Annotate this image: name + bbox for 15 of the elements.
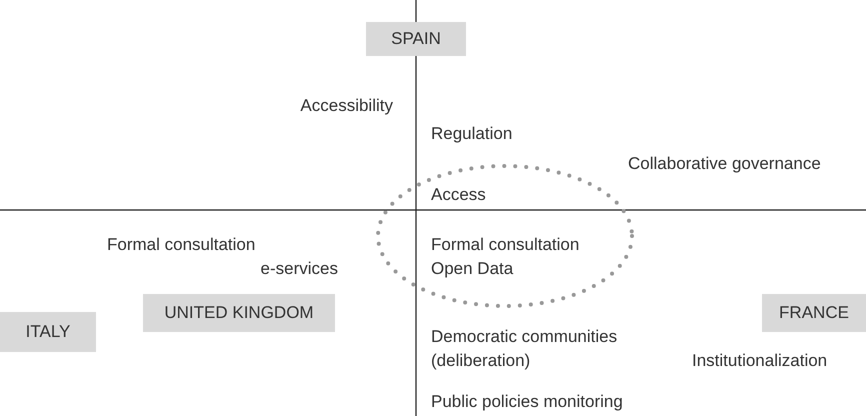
country-box: UNITED KINGDOM [143, 294, 335, 332]
country-box: SPAIN [366, 22, 466, 56]
country-box: FRANCE [762, 294, 866, 332]
axis-label: Accessibility [300, 95, 393, 117]
axis-label: Public policies monitoring [431, 391, 623, 413]
axis-label: Institutionalization [692, 350, 828, 372]
country-box: ITALY [0, 312, 96, 352]
axis-label: e-services [260, 258, 338, 280]
axis-label: Formal consultation [431, 234, 580, 256]
axis-label: Collaborative governance [628, 153, 821, 175]
axis-label: Access [431, 184, 486, 206]
axis-label: Regulation [431, 123, 512, 145]
axis-label: Democratic communities (deliberation) [431, 326, 618, 372]
axis-label: Formal consultation [107, 234, 256, 256]
axis-label: Open Data [431, 258, 514, 280]
